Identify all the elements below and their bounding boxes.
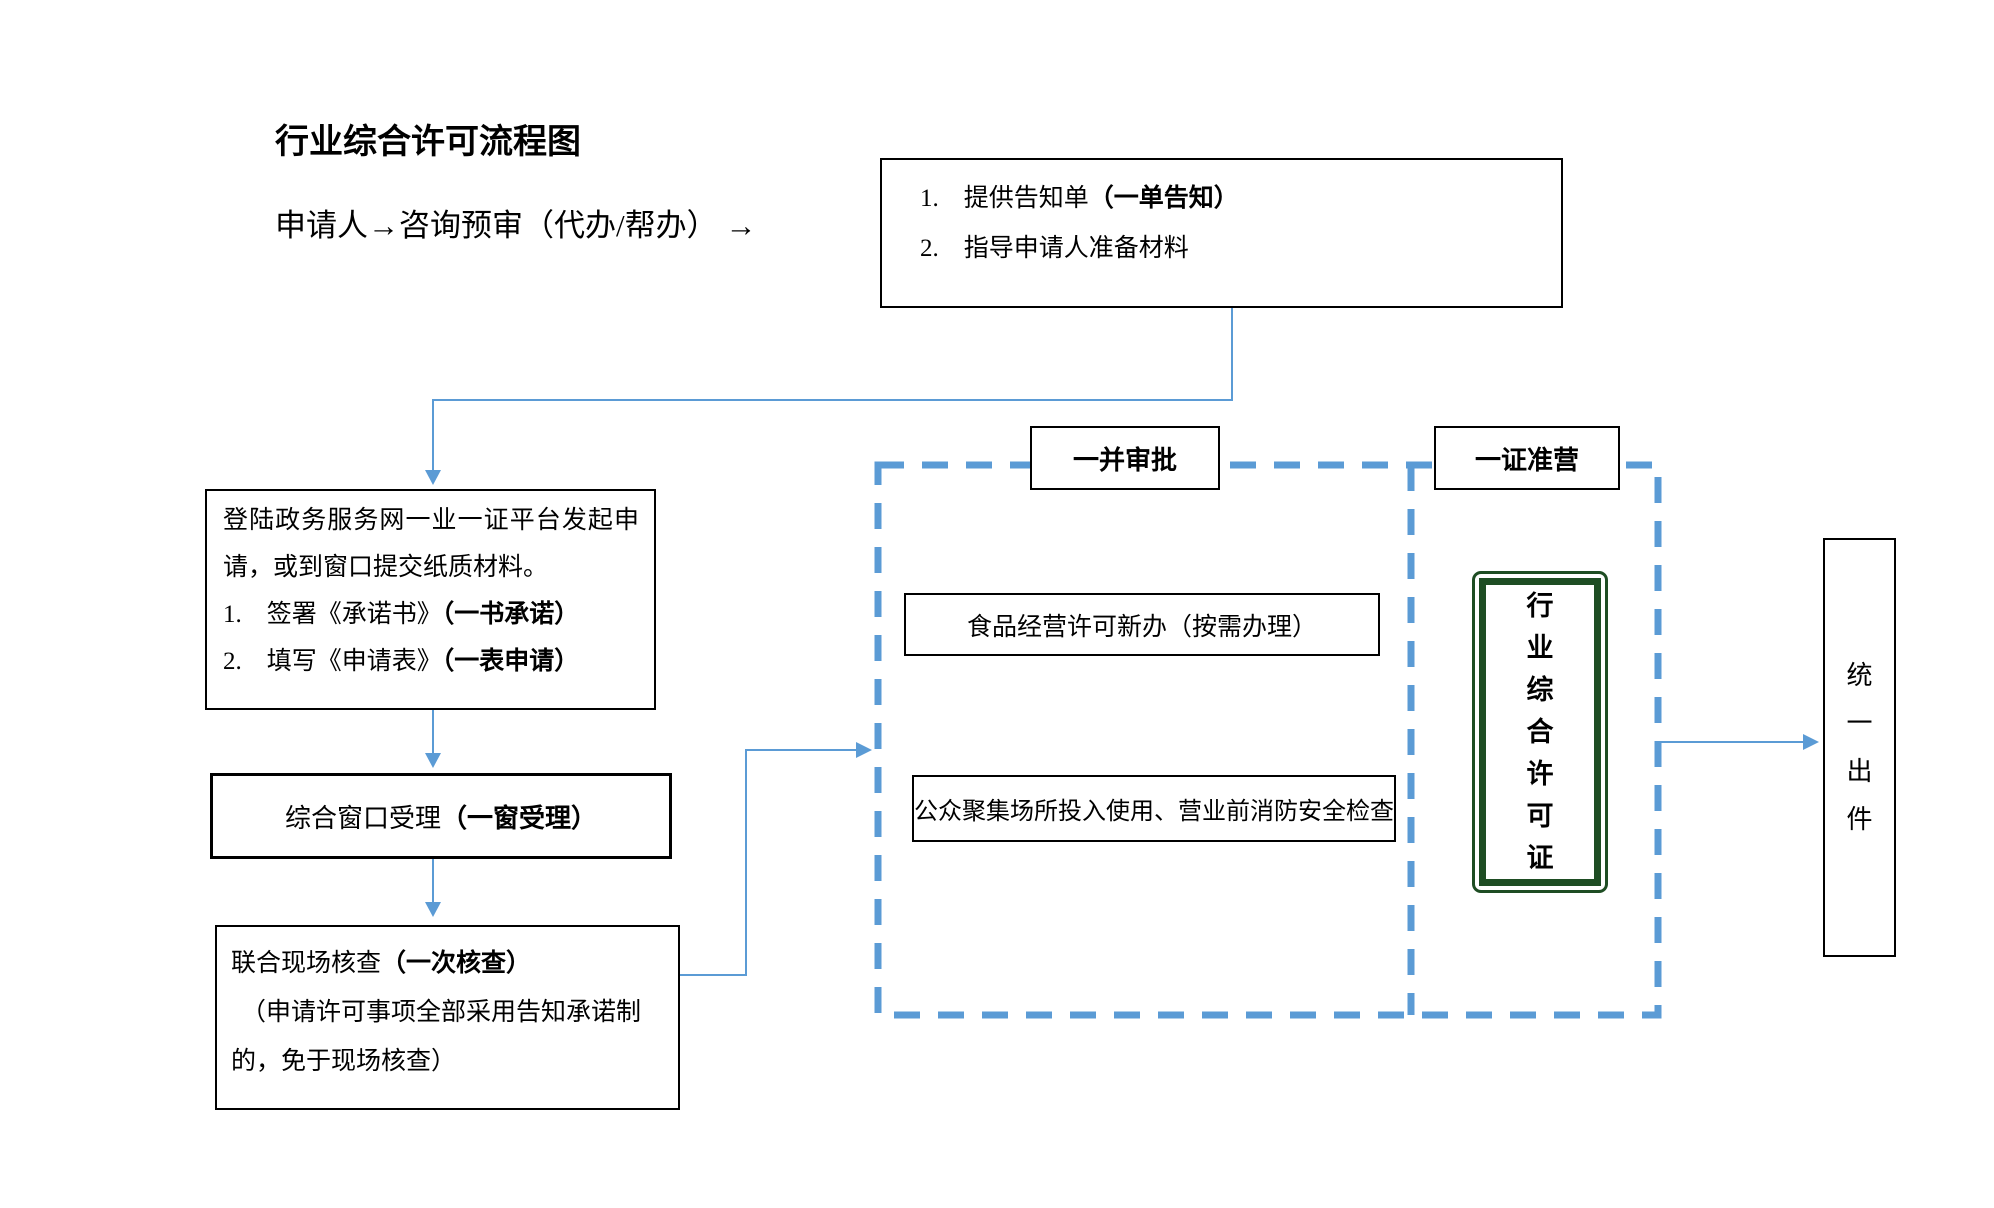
notice-item-num: 1.	[920, 185, 939, 212]
arrowhead-apply-to-window	[425, 753, 441, 768]
connector-notice-to-apply	[432, 308, 1233, 472]
fire-safety-check-box: 公众聚集场所投入使用、营业前消防安全检查	[912, 775, 1396, 842]
notice-box: 1. 提供告知单（一单告知） 2. 指导申请人准备材料	[880, 158, 1563, 308]
certificate-inner-border: 行业综合许可证	[1479, 578, 1601, 886]
notice-item-em: （一单告知）	[1088, 185, 1239, 212]
unified-output-box: 统一出件	[1823, 538, 1896, 957]
apply-item-em: （一书承诺）	[441, 601, 580, 628]
joint-inspection-note: （申请许可事项全部采用告知承诺制的，免于现场核查）	[231, 999, 642, 1075]
notice-item-text: 指导申请人准备材料	[963, 235, 1189, 262]
arrowhead-inspect-to-approval-zone	[856, 742, 872, 758]
certificate-text: 行业综合许可证	[1526, 591, 1554, 873]
apply-item-text: 签署《承诺书》	[266, 601, 442, 628]
apply-item-num: 2.	[223, 648, 242, 675]
arrowhead-notice-to-apply	[425, 470, 441, 485]
apply-item-text: 填写《申请表》	[266, 648, 442, 675]
unified-output-text: 统一出件	[1846, 660, 1873, 834]
apply-intro-text: 登陆政务服务网一业一证平台发起申请，或到窗口提交纸质材料。	[223, 507, 639, 581]
joint-inspection-box: 联合现场核查（一次核查） （申请许可事项全部采用告知承诺制的，免于现场核查）	[215, 925, 680, 1110]
industry-license-certificate-box: 行业综合许可证	[1472, 571, 1608, 893]
apply-item: 2. 填写《申请表》（一表申请）	[223, 638, 639, 685]
applicant-flow-text: 申请人→咨询预审（代办/帮办） →	[275, 208, 757, 243]
food-permit-box: 食品经营许可新办（按需办理）	[904, 593, 1380, 656]
window-acceptance-text: 综合窗口受理	[284, 803, 441, 833]
apply-item-em: （一表申请）	[441, 648, 580, 675]
joint-inspection-text: 联合现场核查	[231, 950, 382, 977]
approval-zone-label: 一并审批	[1030, 426, 1220, 490]
notice-item-text: 提供告知单	[963, 185, 1089, 212]
permit-zone-label: 一证准营	[1434, 426, 1620, 490]
arrowhead-window-to-inspect	[425, 902, 441, 917]
notice-item: 1. 提供告知单（一单告知）	[920, 174, 1561, 224]
page-title: 行业综合许可流程图	[275, 123, 581, 161]
joint-inspection-title: 联合现场核查（一次核查）	[231, 939, 666, 988]
approval-zone-dashed-border	[874, 461, 1662, 1019]
connector-inspect-to-approval-zone	[678, 749, 858, 976]
apply-box: 登陆政务服务网一业一证平台发起申请，或到窗口提交纸质材料。 1. 签署《承诺书》…	[205, 489, 656, 710]
joint-inspection-em: （一次核查）	[381, 950, 532, 977]
notice-item-num: 2.	[920, 235, 939, 262]
window-acceptance-em: （一窗受理）	[441, 803, 598, 833]
apply-item-num: 1.	[223, 601, 242, 628]
window-acceptance-box: 综合窗口受理（一窗受理）	[210, 773, 672, 859]
apply-item: 1. 签署《承诺书》（一书承诺）	[223, 591, 639, 638]
notice-item: 2. 指导申请人准备材料	[920, 224, 1561, 274]
arrowhead-zone-to-output	[1803, 734, 1819, 750]
